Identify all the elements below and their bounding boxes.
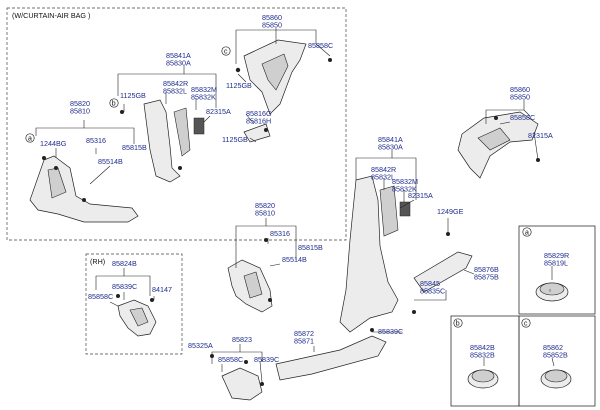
label-1125gb-top3: 1125GB — [222, 135, 248, 144]
label-85839c-mid: 85839C — [378, 327, 403, 336]
svg-text:≡: ≡ — [549, 288, 552, 293]
cap-icon-b — [467, 369, 499, 389]
svg-text:c: c — [524, 321, 528, 328]
door-scuff-right — [413, 251, 473, 293]
label-85316-mid: 85316 — [270, 229, 290, 238]
label-85858c-rh: 85858C — [88, 292, 113, 301]
bolt-icon — [243, 123, 271, 143]
door-scuff-bottom — [275, 335, 387, 381]
callout-c-diagram: c — [221, 46, 231, 56]
leader-lines — [35, 28, 555, 383]
label-85815b-mid: 85815B — [298, 243, 323, 252]
label-85316-top: 85316 — [86, 136, 106, 145]
label-85858c-right: 85858C — [510, 113, 535, 122]
clip-icon — [193, 117, 205, 135]
label-82315a-top: 82315A — [206, 107, 231, 116]
legend-box-a — [518, 225, 596, 315]
callout-a-diagram: a — [25, 133, 35, 143]
label-1249ge: 1249GE — [437, 207, 464, 216]
callout-b-diagram: b — [109, 98, 119, 108]
legend-box-b — [450, 315, 520, 407]
label-82315a-right: 82315A — [528, 131, 553, 140]
label-1125gb-top2: 1125GB — [120, 91, 146, 100]
pillar-trim-center-top — [143, 99, 181, 183]
cover-bottom — [221, 367, 263, 401]
label-1125gb-top1: 1125GB — [226, 81, 252, 90]
curtain-airbag-box — [6, 7, 347, 241]
curtain-airbag-box-title: (W/CURTAIN-AIR BAG ) — [12, 11, 90, 20]
label-85514b-mid: 85514B — [282, 255, 307, 264]
label-84147: 84147 — [152, 285, 172, 294]
label-82315a-mid: 82315A — [408, 191, 433, 200]
label-85514b-top: 85514B — [98, 157, 123, 166]
label-85858c-bottom: 85858C — [218, 355, 243, 364]
legend-box-c — [518, 315, 596, 407]
label-85839c-bottom: 85839C — [254, 355, 279, 364]
label-1244bg: 1244BG — [40, 139, 67, 148]
rh-box — [85, 253, 183, 355]
svg-text:b: b — [112, 101, 116, 108]
rh-box-title: (RH) — [90, 257, 105, 266]
legend-panels: ≡ — [450, 225, 596, 407]
svg-text:a: a — [28, 136, 32, 143]
cap-icon-a: ≡ — [535, 282, 569, 302]
label-85839c-rh: 85839C — [112, 282, 137, 291]
label-85823: 85823 — [232, 335, 252, 344]
svg-text:a: a — [525, 230, 529, 237]
cap-icon-c — [540, 369, 572, 389]
callout-a-legend: a — [522, 227, 532, 237]
pillar-trim-center-mid — [339, 175, 399, 333]
callout-c-legend: c — [521, 318, 531, 328]
svg-text:b: b — [456, 321, 460, 328]
label-85815b-top: 85815B — [122, 143, 147, 152]
callout-b-legend: b — [453, 318, 463, 328]
svg-text:c: c — [224, 49, 228, 56]
label-85858c-top: 85858C — [308, 41, 333, 50]
label-85325a: 85325A — [188, 341, 213, 350]
label-85824b: 85824B — [112, 259, 137, 268]
